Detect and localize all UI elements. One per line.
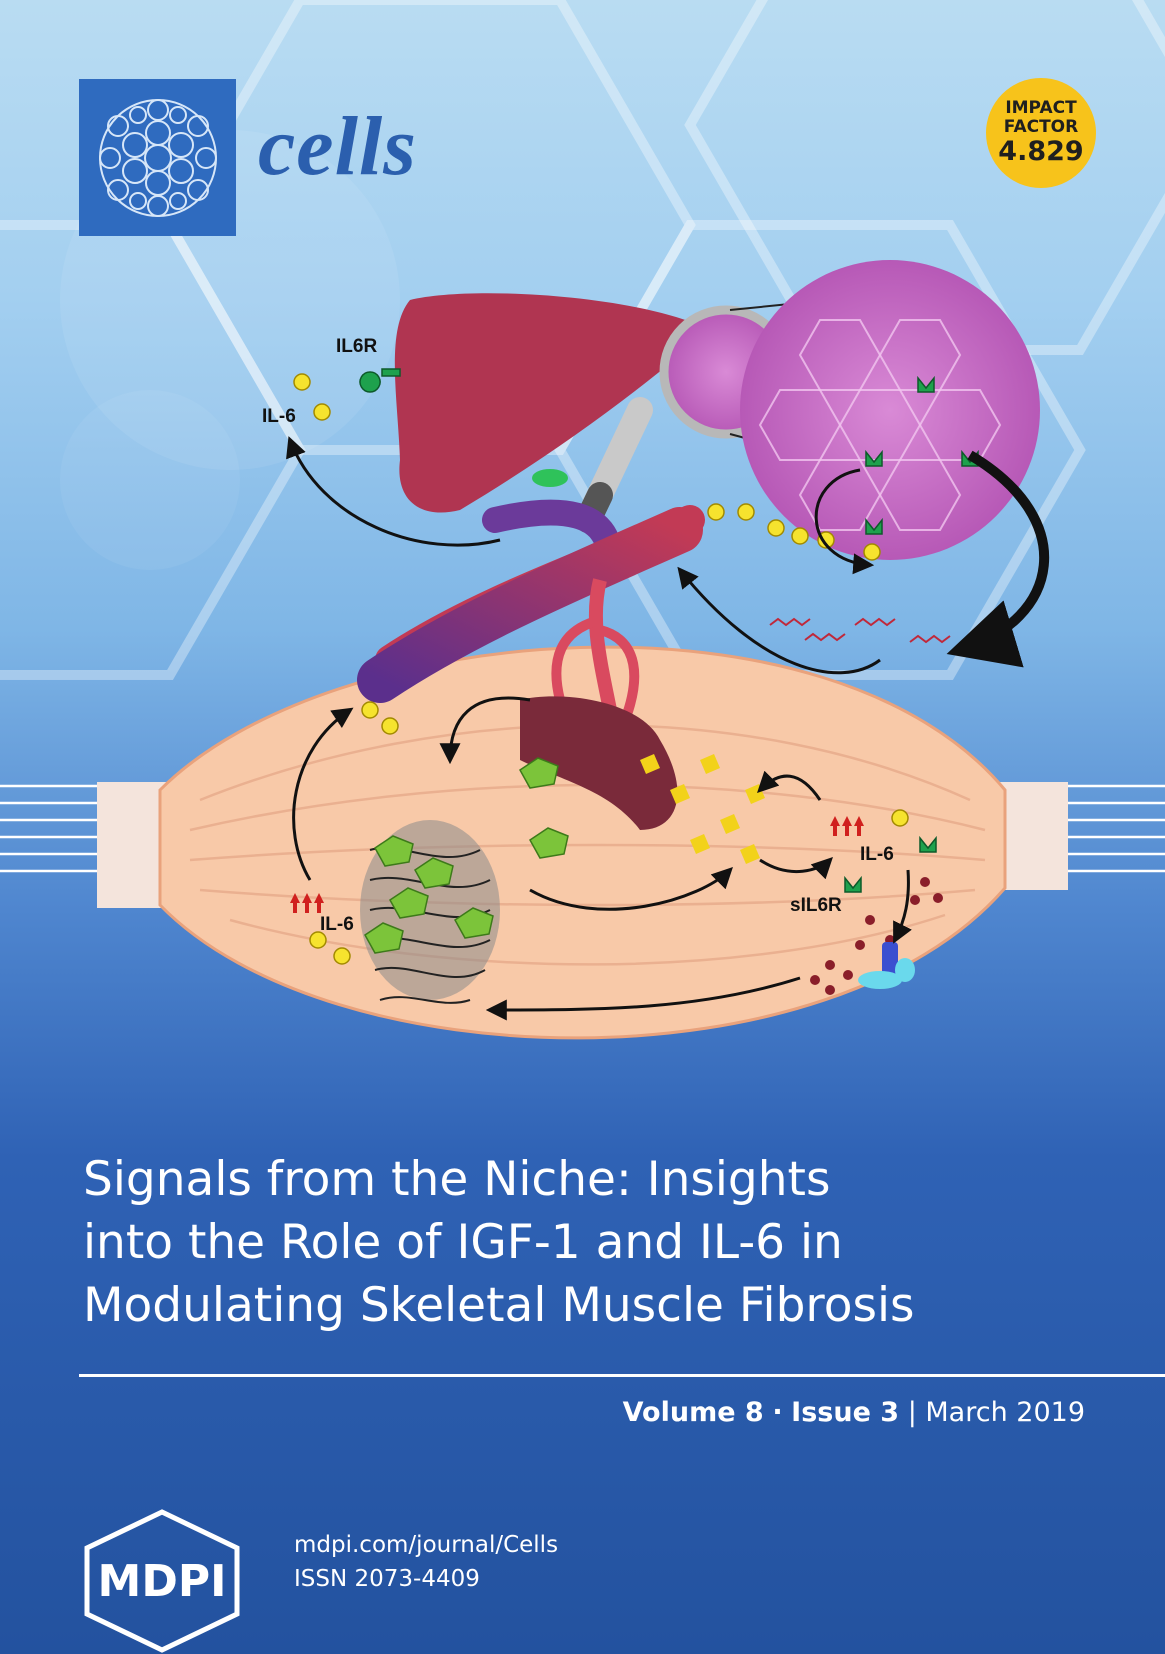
il6r-label: IL6R	[336, 336, 377, 357]
impact-factor-line2: FACTOR	[1003, 117, 1079, 137]
il6-label-right: IL-6	[860, 844, 894, 865]
article-title: Signals from the Niche: Insights into th…	[83, 1148, 1083, 1337]
article-title-line-1: Signals from the Niche: Insights	[83, 1152, 831, 1207]
il6-label-left: IL-6	[320, 914, 354, 935]
journal-logo[interactable]	[79, 79, 236, 236]
il6-label-top: IL-6	[262, 406, 296, 427]
issn-number: ISSN 2073-4409	[294, 1566, 480, 1592]
cytokine-strands	[769, 617, 951, 644]
liver-tissue-zoom	[729, 260, 1040, 560]
cell-cluster-icon	[98, 98, 217, 217]
tendon-lines	[0, 784, 1165, 873]
increase-arrows	[290, 816, 864, 913]
il6r-receptors	[359, 368, 979, 893]
fibrotic-region	[360, 696, 765, 1004]
issue-divider: |	[907, 1397, 917, 1428]
impact-factor-line1: IMPACT	[1005, 98, 1077, 118]
mdpi-logo-text: MDPI	[98, 1556, 227, 1607]
divider-rule	[79, 1374, 1165, 1377]
journal-url[interactable]: mdpi.com/journal/Cells	[294, 1532, 559, 1558]
issue-separator: ·	[772, 1397, 783, 1428]
sil6r-label: sIL6R	[790, 895, 842, 916]
publisher-info: mdpi.com/journal/Cells ISSN 2073-4409	[294, 1528, 558, 1596]
il6-molecules	[293, 373, 909, 965]
impact-factor-badge: IMPACT FACTOR 4.829	[986, 78, 1096, 188]
issue-label: Issue 3	[791, 1397, 900, 1428]
issue-date: March 2019	[925, 1397, 1085, 1428]
article-title-line-2: into the Role of IGF-1 and IL-6 in	[83, 1215, 843, 1270]
liver-organ	[394, 293, 710, 513]
impact-factor-value: 4.829	[998, 136, 1084, 167]
volume-label: Volume 8	[622, 1397, 764, 1428]
flow-arrows	[286, 436, 1050, 1021]
blood-vessels	[357, 499, 705, 722]
mdpi-logo[interactable]: MDPI	[79, 1508, 245, 1654]
journal-name[interactable]: cells	[258, 100, 417, 193]
article-title-line-3: Modulating Skeletal Muscle Fibrosis	[83, 1278, 915, 1333]
receptor-complex	[858, 942, 915, 989]
issue-info: Volume 8 · Issue 3 | March 2019	[623, 1397, 1085, 1428]
